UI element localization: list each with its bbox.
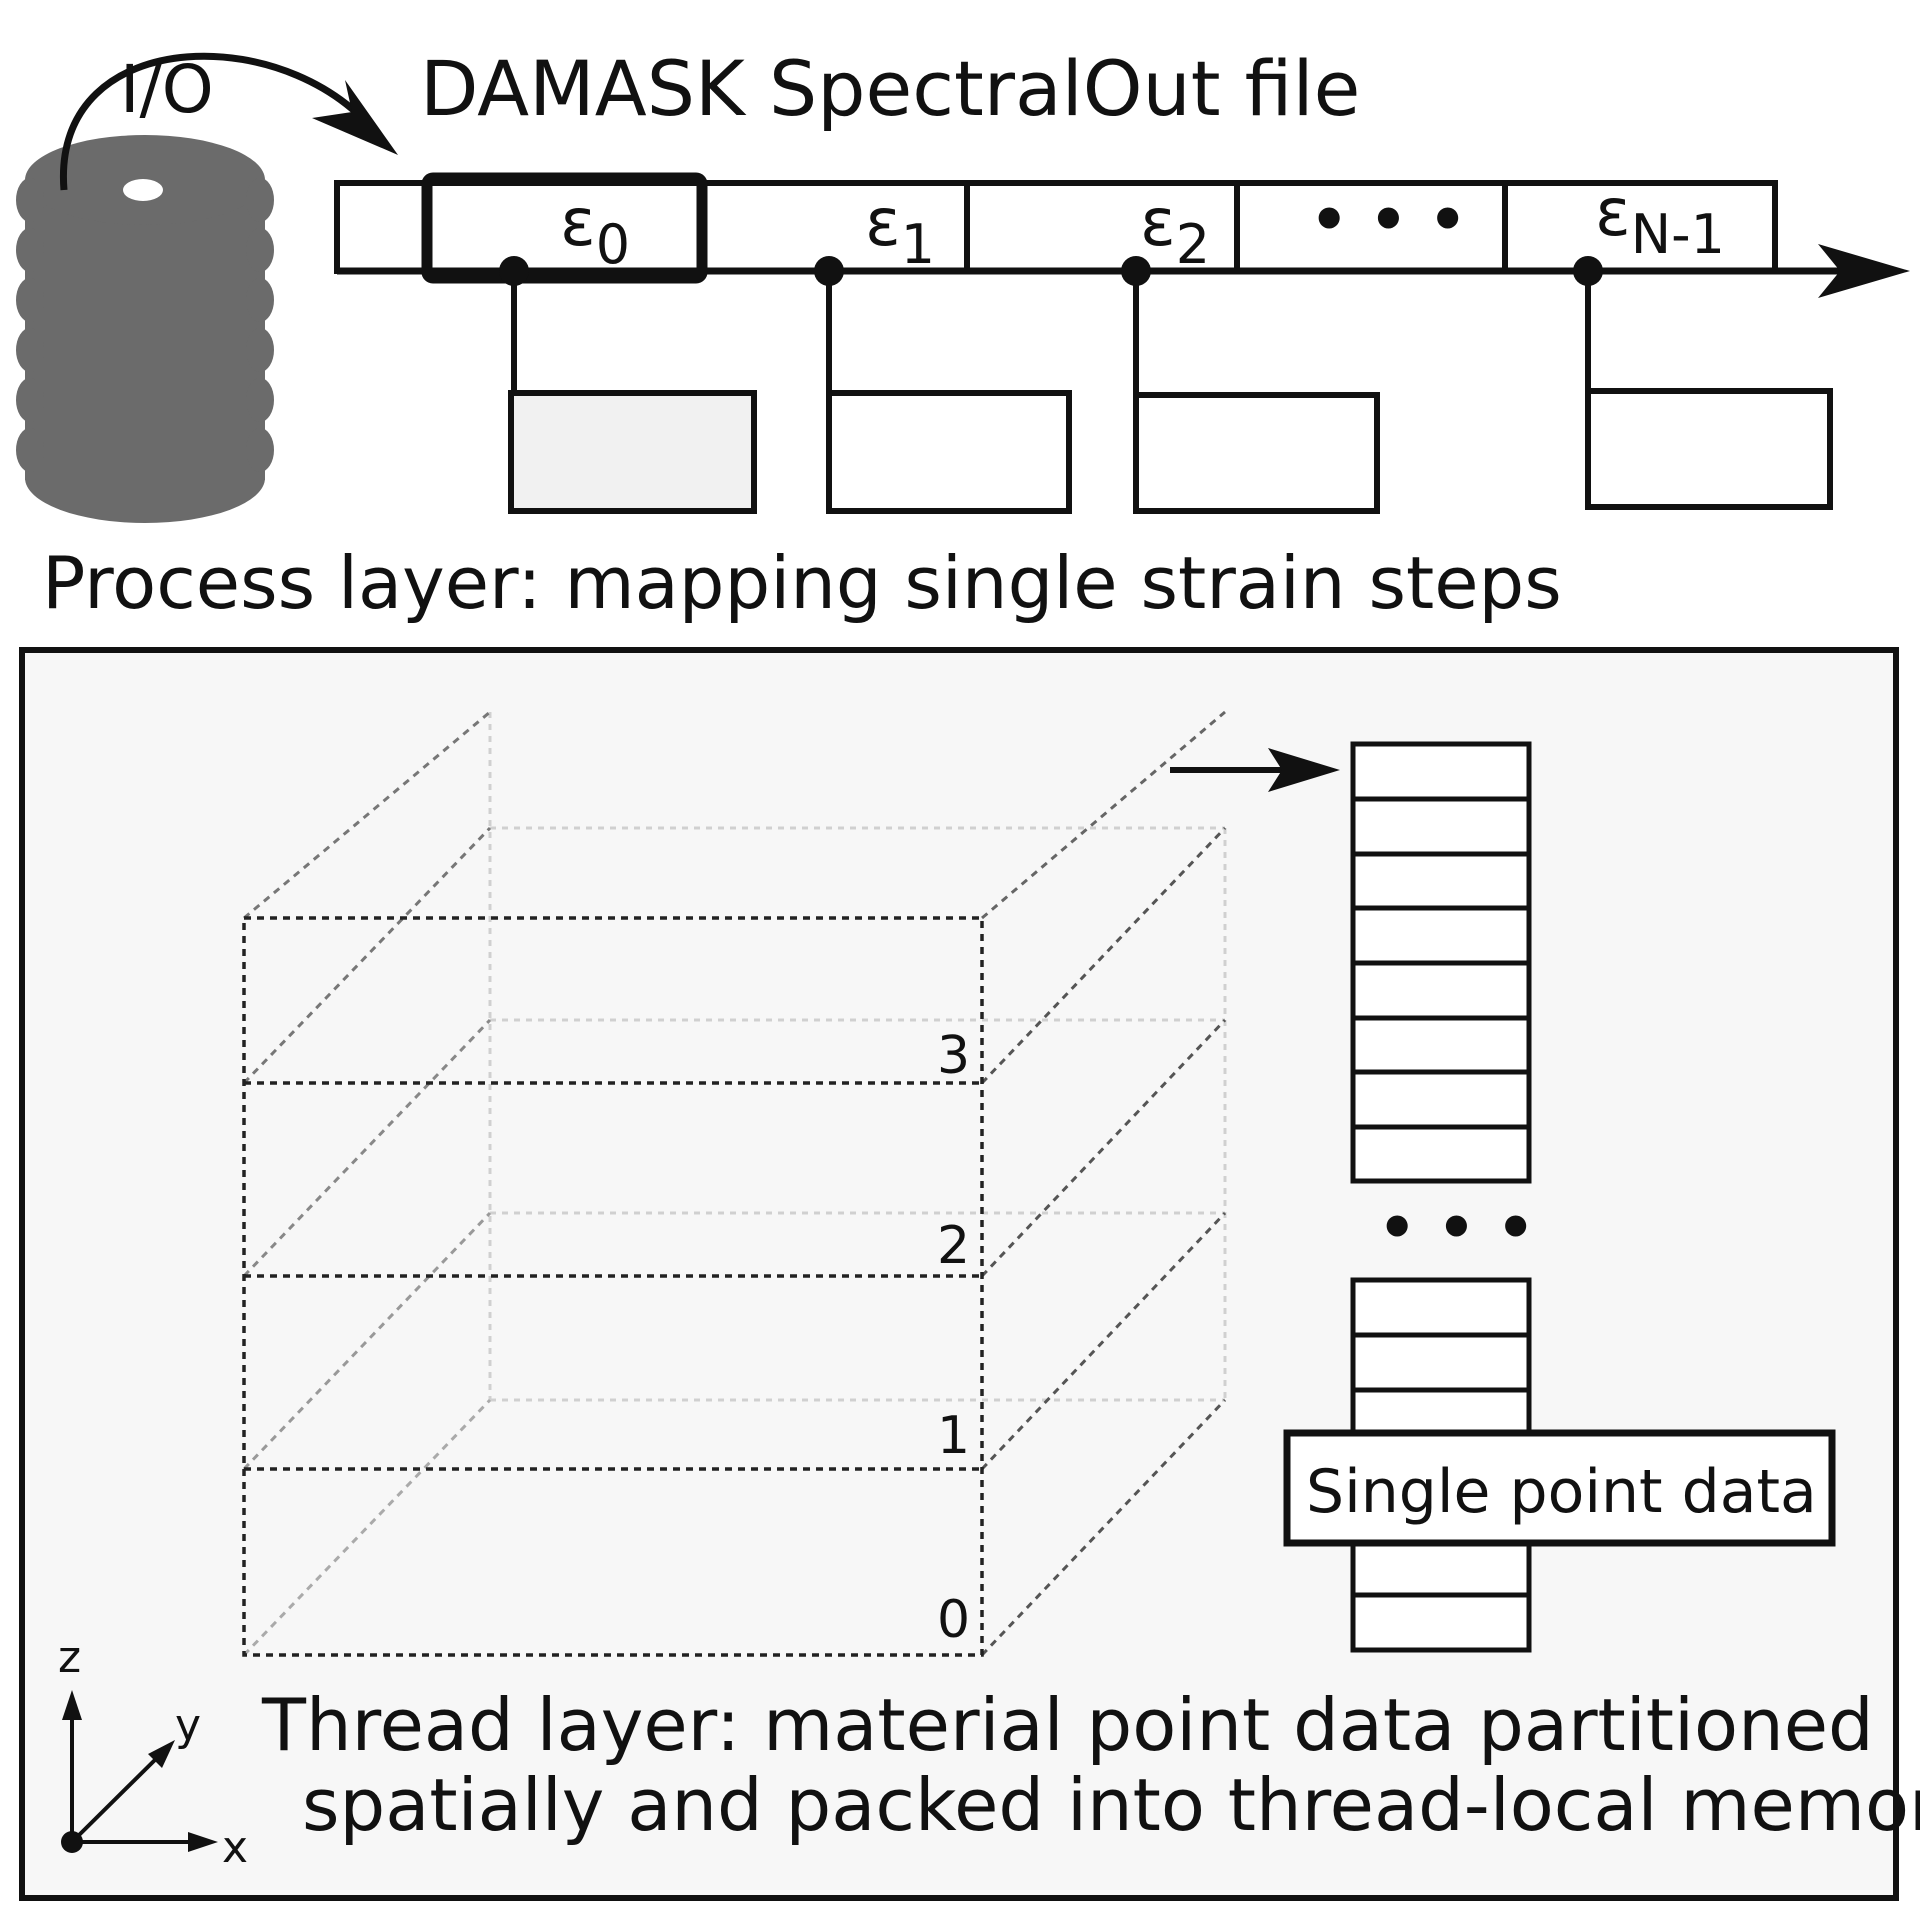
layer-label-3: 3 xyxy=(937,1026,970,1086)
layer-label-1: 1 xyxy=(937,1406,970,1466)
cube-back-faces xyxy=(488,712,1227,1402)
process-0 xyxy=(499,256,757,514)
process-n-1 xyxy=(1573,256,1833,510)
thread-caption-line1: Thread layer: material point data partit… xyxy=(261,1683,1874,1767)
thread-caption-line2: spatially and packed into thread-local m… xyxy=(302,1763,1920,1847)
file-strip xyxy=(334,180,1778,274)
step-label-1: ε1 xyxy=(865,184,935,276)
layer-label-0: 0 xyxy=(937,1590,970,1650)
file-title: DAMASK SpectralOut file xyxy=(420,44,1360,133)
cube-depth-edges xyxy=(242,710,1227,1657)
x-axis-arrowhead xyxy=(188,1832,218,1852)
axis-label-x: x xyxy=(222,1822,248,1873)
single-point-data-box xyxy=(1283,1429,1836,1547)
z-axis-arrowhead xyxy=(62,1690,82,1720)
memory-column-top xyxy=(1350,741,1532,1184)
axis-label-z: z xyxy=(58,1632,81,1683)
current-step-highlight xyxy=(421,172,708,284)
step-label-0: ε0 xyxy=(560,184,630,276)
timeline-arrowhead xyxy=(1818,244,1910,298)
memory-pointer-arrowhead xyxy=(1268,748,1340,792)
disk-stack-icon xyxy=(16,135,274,523)
memory-ellipsis: • • • xyxy=(1378,1193,1535,1263)
cube-front-face xyxy=(242,916,984,1657)
axes-origin xyxy=(61,1831,83,1853)
axes-icon xyxy=(70,1700,205,1844)
thread-layer-panel xyxy=(19,647,1899,1901)
process-2 xyxy=(1121,256,1380,514)
process-caption: Process layer: mapping single strain ste… xyxy=(42,541,1562,625)
step-label-n-1: εN-1 xyxy=(1595,174,1725,266)
strip-ellipsis: • • • xyxy=(1310,185,1467,255)
io-arrowhead xyxy=(312,80,398,155)
single-point-data-label: Single point data xyxy=(1306,1457,1817,1527)
layer-label-2: 2 xyxy=(937,1216,970,1276)
y-axis-arrowhead xyxy=(148,1740,175,1768)
io-label: I/O xyxy=(120,51,214,128)
axis-label-y: y xyxy=(175,1700,201,1751)
io-arrow xyxy=(60,52,388,191)
process-1 xyxy=(814,256,1072,514)
step-label-2: ε2 xyxy=(1140,184,1210,276)
